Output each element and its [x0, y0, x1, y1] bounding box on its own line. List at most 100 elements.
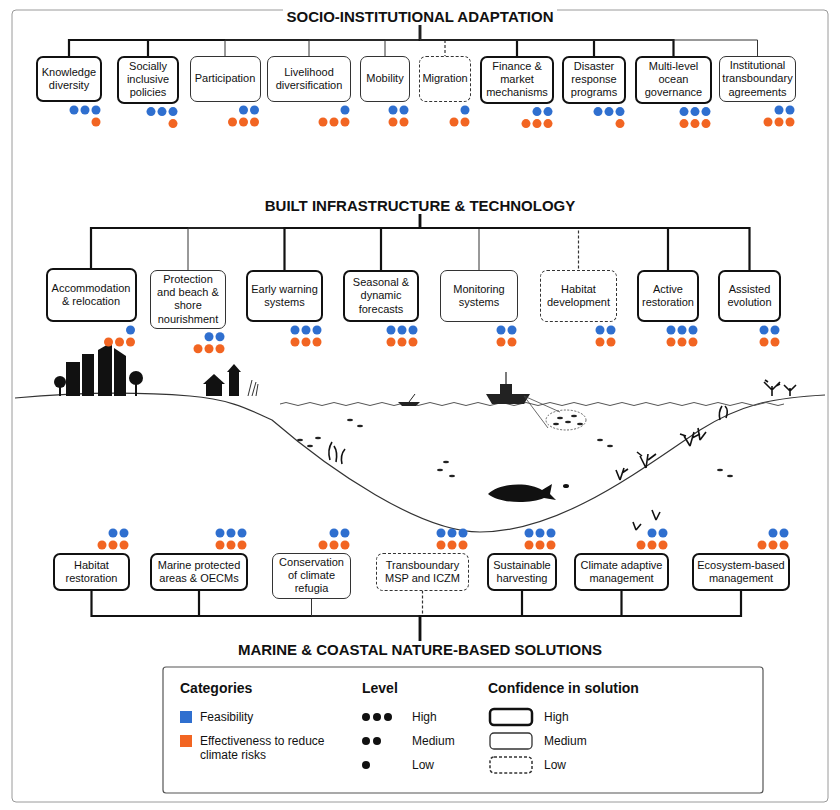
effectiveness-dot: [330, 118, 339, 127]
legend-frame: [163, 667, 763, 793]
illustration-part: [66, 362, 80, 396]
effectiveness-dot: [302, 338, 311, 347]
option-label: Early warning systems: [250, 283, 319, 309]
feasibility-dot: [459, 529, 468, 538]
illustration-part: [98, 342, 112, 396]
section-heading: MARINE & COASTAL NATURE-BASED SOLUTIONS: [238, 641, 602, 658]
fish-shape: [357, 425, 363, 428]
effectiveness-dot: [648, 541, 657, 550]
legend-label: Low: [544, 758, 566, 772]
feasibility-dot: [702, 107, 711, 116]
option-label: Marine protected areas & OECMs: [154, 559, 244, 585]
level-dot: [384, 713, 392, 721]
feasibility-dot: [330, 529, 339, 538]
option-label: Seasonal & dynamic forecasts: [347, 276, 415, 316]
feasibility-dot: [81, 106, 90, 115]
feasibility-dot: [70, 106, 79, 115]
fish-shape: [437, 469, 443, 472]
effectiveness-dot: [547, 541, 556, 550]
effectiveness-dot: [678, 338, 687, 347]
feasibility-dot: [605, 107, 614, 116]
option-label: Finance & market mechanisms: [484, 60, 550, 100]
feasibility-dot: [216, 332, 225, 341]
solution-box: Protection and beach & shore nourishment: [150, 270, 226, 329]
illustration-part: [784, 385, 796, 396]
fish-shape: [443, 461, 449, 464]
effectiveness-dot: [616, 119, 625, 128]
section-header: MARINE & COASTAL NATURE-BASED SOLUTIONS: [234, 641, 606, 658]
option-label: Monitoring systems: [443, 283, 515, 309]
feasibility-dot: [544, 107, 553, 116]
fish-shape: [449, 475, 455, 478]
solution-box: Active restoration: [637, 270, 699, 322]
effectiveness-dot: [780, 541, 789, 550]
fish-shape: [557, 417, 563, 420]
effectiveness-dot: [497, 338, 506, 347]
feasibility-dot: [667, 326, 676, 335]
effectiveness-dot: [771, 338, 780, 347]
effectiveness-dot: [250, 118, 259, 127]
feasibility-dot: [169, 107, 178, 116]
level-dot: [362, 737, 370, 745]
effectiveness-dot: [508, 338, 517, 347]
section-heading: BUILT INFRASTRUCTURE & TECHNOLOGY: [265, 197, 576, 214]
effectiveness-dot: [437, 541, 446, 550]
level-dot: [362, 761, 370, 769]
solution-box: Accommodation & relocation: [46, 268, 137, 322]
section-header: BUILT INFRASTRUCTURE & TECHNOLOGY: [261, 197, 580, 214]
feasibility-dot: [147, 107, 156, 116]
illustration-part: [524, 396, 548, 428]
effectiveness-dot: [319, 118, 328, 127]
tree-connector: [225, 25, 420, 56]
effectiveness-dot: [341, 541, 350, 550]
tree-connector: [420, 214, 750, 270]
feasibility-dot: [341, 106, 350, 115]
illustration-part: [248, 380, 258, 396]
illustration-part: [59, 386, 61, 396]
effectiveness-dot: [389, 118, 398, 127]
legend-swatch: [180, 735, 192, 747]
fish-shape: [307, 445, 313, 448]
feasibility-dot: [691, 107, 700, 116]
feasibility-dot: [547, 529, 556, 538]
water-surface: [280, 403, 784, 406]
illustration-part: [409, 394, 415, 402]
tree-connector: [312, 599, 421, 641]
fish-shape: [727, 475, 733, 478]
city: [54, 342, 143, 396]
effectiveness-dot: [758, 541, 767, 550]
feasibility-dot: [786, 106, 795, 115]
effectiveness-dot: [448, 541, 457, 550]
whale: [488, 484, 569, 502]
effectiveness-dot: [525, 541, 534, 550]
option-label: Habitat development: [543, 283, 614, 309]
fish-shape: [597, 439, 603, 442]
effectiveness-dot: [194, 344, 203, 353]
solution-box: Monitoring systems: [440, 270, 518, 322]
illustration-part: [206, 384, 222, 396]
legend-label: High: [412, 710, 437, 724]
solution-box: Habitat development: [540, 270, 617, 322]
feasibility-dot: [216, 529, 225, 538]
option-label: Conservation of climate refugia: [275, 556, 348, 596]
fish-shape: [565, 421, 571, 424]
solution-box: Mobility: [360, 56, 410, 102]
illustration-part: [135, 382, 137, 396]
solution-box: Participation: [190, 56, 261, 102]
effectiveness-dot: [775, 118, 784, 127]
confidence-sample: [490, 733, 532, 749]
legend-heading: Level: [362, 680, 398, 696]
option-label: Institutional transboundary agreements: [722, 59, 793, 99]
effectiveness-dot: [330, 541, 339, 550]
fish-shape: [315, 437, 321, 440]
effectiveness-dot: [596, 338, 605, 347]
feasibility-dot: [250, 106, 259, 115]
effectiveness-dot: [659, 541, 668, 550]
effectiveness-dot: [92, 118, 101, 127]
feasibility-dot: [533, 107, 542, 116]
effectiveness-dot: [205, 344, 214, 353]
legend-label: Medium: [412, 734, 455, 748]
